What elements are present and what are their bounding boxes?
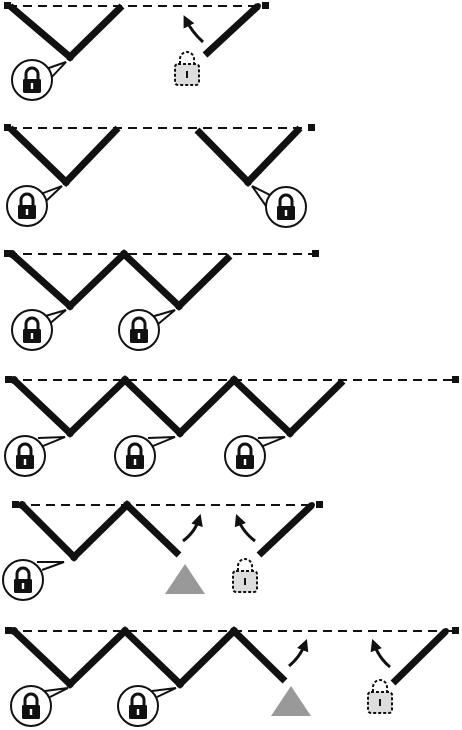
folded-segment [194,125,303,188]
lock-bubble [10,685,69,727]
joint-dot [309,502,315,508]
joint-dot [8,250,16,258]
joint-dot [230,376,238,384]
curved-arrow-icon [234,513,256,543]
joint-dot [230,627,238,635]
gray-triangle-marker [165,564,205,594]
lock-bubble [11,59,67,101]
joint-dot [443,628,449,634]
baseline-end-marker [452,627,459,634]
joint-dot [244,178,252,186]
baseline-end-marker [5,376,12,383]
joint-dot [176,429,184,437]
joint-dot [10,376,18,384]
curved-arrow-icon [182,513,203,543]
joint-dot [286,429,294,437]
lock-bubble [118,309,176,351]
lock-bubble [4,435,66,477]
rising-segment [256,502,315,558]
baseline-end-marker [312,250,319,257]
curved-arrow-icon [288,638,309,668]
baseline-end-marker [262,2,269,9]
folded-segment [11,375,346,438]
rising-segment [390,628,449,686]
step-2 [4,124,315,228]
lock-bubble [117,685,177,727]
joint-dot [121,627,129,635]
joint-dot [18,501,26,509]
folded-segment [19,500,182,562]
joint-dot [121,376,129,384]
joint-dot [62,178,70,186]
baseline-end-marker [308,124,315,131]
folded-segment [9,249,233,311]
lock-bubble [11,309,67,351]
folded-segment [11,626,288,689]
joint-dot [120,250,128,258]
lock-bubble [224,435,286,477]
lock-bubble [6,185,63,227]
joint-dot [176,680,184,688]
curved-arrow-icon [183,15,205,44]
baseline-end-marker [12,501,19,508]
folded-segment [7,125,121,187]
baseline-end-marker [4,2,11,9]
baseline-end-marker [452,376,459,383]
dashed-lock-icon [174,51,200,86]
joint-dot [66,53,74,61]
joint-dot [255,3,261,9]
baseline-end-marker [316,501,323,508]
joint-dot [66,302,74,310]
step-5 [2,500,323,601]
lock-bubble [251,185,307,228]
joint-dot [123,501,131,509]
curved-arrow-icon [370,638,391,669]
joint-dot [70,553,78,561]
lock-bubble [2,559,65,601]
baseline-end-marker [4,124,11,131]
rising-segment [202,3,261,58]
joint-dot [10,627,18,635]
dashed-lock-icon [367,679,393,714]
step-3 [4,249,319,351]
step-1 [4,2,269,101]
step-6 [5,626,459,727]
step-4 [4,375,459,477]
lock-bubble [114,435,176,477]
joint-dot [175,302,183,310]
joint-dot [66,680,74,688]
joint-dot [66,429,74,437]
folded-segment [7,3,125,62]
gray-triangle-marker [271,686,311,716]
dashed-lock-icon [232,558,258,593]
baseline-end-marker [5,627,12,634]
baseline-end-marker [4,250,11,257]
